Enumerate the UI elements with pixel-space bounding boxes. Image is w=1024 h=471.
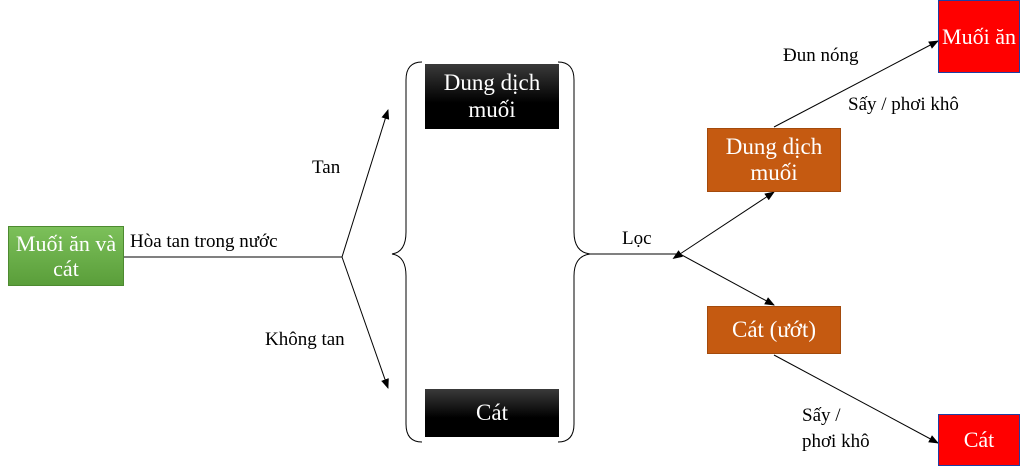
right-brace [557,61,591,443]
arrow-to-sand [773,354,939,444]
node-wet-sand-label: Cát (ướt) [731,316,817,342]
node-brine-right: Dung dịch muối [707,128,841,192]
node-sand-bottom: Cát [425,389,559,437]
arrow-soluble [341,109,390,258]
node-salt-final-label: Muối ăn [942,23,1016,49]
node-start-label: Muối ăn và cát [15,230,117,281]
node-brine-top: Dung dịch muối [425,64,559,129]
label-soluble: Tan [312,157,341,178]
node-wet-sand: Cát (ướt) [707,306,841,354]
label-filter: Lọc [622,228,652,249]
label-dissolve: Hòa tan trong nước [130,231,278,252]
label-dry-sand-line1: Sấy / [802,405,841,426]
arrow-insoluble [341,256,389,389]
node-brine-top-label: Dung dịch muối [443,70,541,122]
node-sand-final: Cát [938,414,1020,466]
label-heat: Đun nóng [783,45,859,66]
node-start: Muối ăn và cát [8,226,124,286]
label-dry-sand-line2: phơi khô [802,431,870,452]
node-brine-right-label: Dung dịch muối [725,133,823,185]
left-brace [391,61,423,443]
arrow-to-wet-sand [679,253,775,306]
node-sand-final-label: Cát [963,427,995,453]
node-sand-bottom-label: Cát [476,399,508,425]
node-salt-final: Muối ăn [938,0,1020,73]
arrow-to-brine [672,191,775,259]
label-insoluble: Không tan [265,329,345,350]
arrow-to-salt [773,40,939,128]
label-dry-salt: Sấy / phơi khô [848,94,959,115]
